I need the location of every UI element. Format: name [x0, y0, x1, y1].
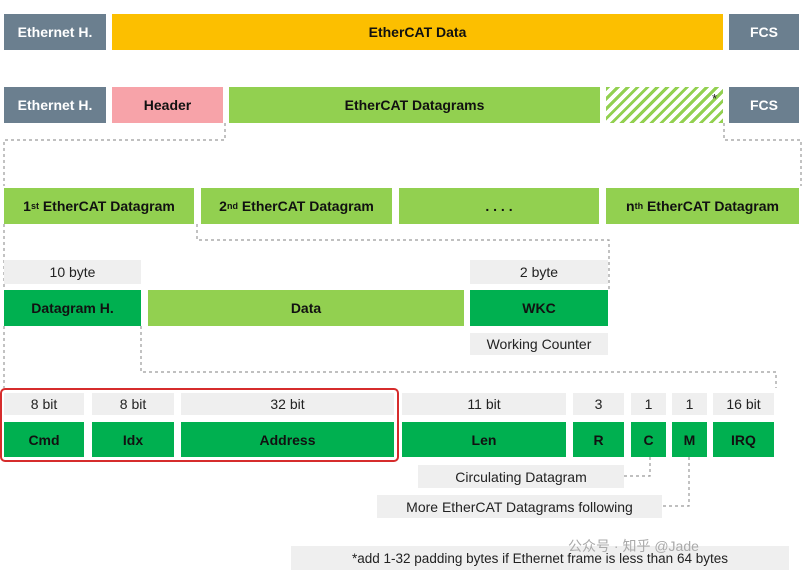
working-counter-label: Working Counter	[470, 333, 608, 355]
r-field: R	[573, 422, 624, 457]
ethernet-header-box-2: Ethernet H.	[4, 87, 106, 123]
r-bits-label: 3	[573, 393, 624, 415]
datagram-ellipsis-box: . . . .	[399, 188, 599, 224]
c-bits-label: 1	[631, 393, 666, 415]
datagram-data-box: Data	[148, 290, 464, 326]
ethercat-data-box: EtherCAT Data	[112, 14, 723, 50]
cmd-bits-label: 8 bit	[4, 393, 84, 415]
ethercat-datagrams-box: EtherCAT Datagrams	[229, 87, 600, 123]
datagram-header-highlight	[0, 388, 399, 462]
m-bits-label: 1	[672, 393, 707, 415]
fcs-box: FCS	[729, 14, 799, 50]
connector-datagram1-right	[196, 224, 610, 290]
address-bits-label: 32 bit	[181, 393, 394, 415]
connector-header-right	[140, 326, 777, 388]
ethernet-header-box: Ethernet H.	[4, 14, 106, 50]
len-field: Len	[402, 422, 566, 457]
wkc-size-label: 2 byte	[470, 260, 608, 284]
padding-box: *	[606, 87, 723, 123]
fcs-box-2: FCS	[729, 87, 799, 123]
circulating-datagram-label: Circulating Datagram	[418, 465, 624, 488]
ethercat-header-box: Header	[112, 87, 223, 123]
idx-field: Idx	[92, 422, 174, 457]
idx-bits-label: 8 bit	[92, 393, 174, 415]
len-bits-label: 11 bit	[402, 393, 566, 415]
padding-footnote: *add 1-32 padding bytes if Ethernet fram…	[291, 546, 789, 570]
connector-circulating	[624, 457, 651, 477]
datagram-header-box: Datagram H.	[4, 290, 141, 326]
m-field: M	[672, 422, 707, 457]
header-size-label: 10 byte	[4, 260, 141, 284]
connector-pad-to-datagrams	[723, 123, 802, 186]
c-field: C	[631, 422, 666, 457]
wkc-box: WKC	[470, 290, 608, 326]
connector-more	[662, 457, 690, 507]
watermark: 公众号 · 知乎 @Jade	[568, 538, 699, 554]
cmd-field: Cmd	[4, 422, 84, 457]
more-datagrams-label: More EtherCAT Datagrams following	[377, 495, 662, 518]
address-field: Address	[181, 422, 394, 457]
irq-bits-label: 16 bit	[713, 393, 774, 415]
connector-header-to-datagrams	[3, 123, 226, 186]
irq-field: IRQ	[713, 422, 774, 457]
padding-marker: *	[711, 91, 717, 106]
